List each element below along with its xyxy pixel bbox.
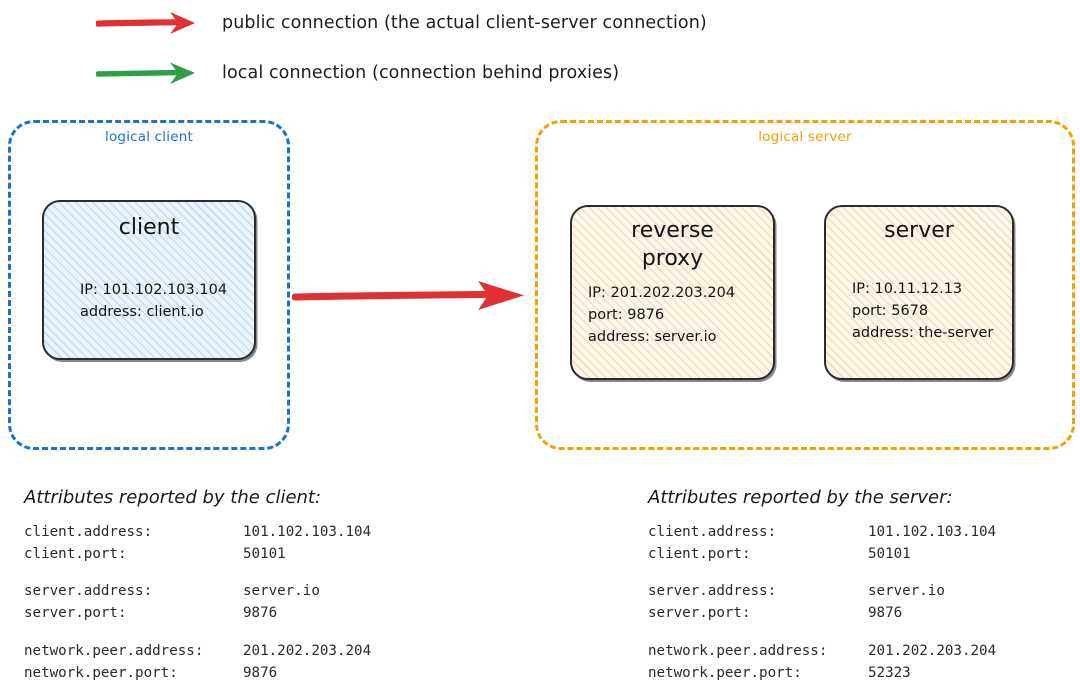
attributes-client-block: Attributes reported by the client: clien… bbox=[24, 487, 371, 684]
attr-value: server.io bbox=[243, 583, 320, 600]
node-details-client: IP: 101.102.103.104 address: client.io bbox=[44, 280, 254, 324]
hatch-pattern bbox=[44, 202, 254, 358]
hatch-pattern bbox=[572, 207, 773, 378]
attr-value: 52323 bbox=[868, 664, 911, 681]
attr-value: server.io bbox=[868, 583, 945, 600]
attr-value: 201.202.203.204 bbox=[868, 642, 997, 659]
row-spacer bbox=[24, 625, 371, 641]
attributes-server-block: Attributes reported by the server: clien… bbox=[648, 487, 996, 684]
table-row: client.address: 101.102.103.104 bbox=[648, 522, 996, 544]
attr-value: 101.102.103.104 bbox=[243, 524, 372, 540]
hatch-pattern bbox=[826, 207, 1012, 378]
red-arrow-icon bbox=[96, 12, 195, 34]
attr-key: client.address: bbox=[24, 524, 153, 540]
group-logical-server: logical server bbox=[535, 120, 1075, 450]
node-line: IP: 10.11.12.13 bbox=[852, 281, 963, 298]
node-line: address: client.io bbox=[80, 303, 204, 320]
legend-item-public: public connection (the actual client-ser… bbox=[96, 8, 707, 38]
node-line: address: the-server bbox=[852, 324, 994, 341]
node-line: port: 5678 bbox=[852, 302, 929, 319]
node-line: port: 9876 bbox=[588, 307, 665, 324]
table-row: client.address: 101.102.103.104 bbox=[24, 522, 371, 544]
legend-item-local: local connection (connection behind prox… bbox=[96, 58, 619, 88]
attr-key: server.port: bbox=[648, 605, 751, 622]
attr-key: server.port: bbox=[24, 605, 127, 622]
table-row: client.port: 50101 bbox=[24, 544, 371, 566]
row-spacer bbox=[648, 625, 996, 641]
legend-label-public: public connection (the actual client-ser… bbox=[222, 13, 707, 33]
attributes-server-heading: Attributes reported by the server: bbox=[648, 487, 953, 508]
attr-key: network.peer.address: bbox=[24, 642, 204, 659]
attr-key: network.peer.port: bbox=[648, 664, 802, 681]
attr-key: client.port: bbox=[648, 545, 751, 562]
node-details-server: IP: 10.11.12.13 port: 5678 address: the-… bbox=[826, 279, 1012, 344]
attr-value: 101.102.103.104 bbox=[868, 524, 997, 540]
table-row: server.address: server.io bbox=[24, 581, 371, 603]
node-details-reverse-proxy: IP: 201.202.203.204 port: 9876 address: … bbox=[572, 283, 773, 348]
node-reverse-proxy[interactable]: reverse proxy IP: 201.202.203.204 port: … bbox=[570, 205, 775, 380]
green-arrow-icon bbox=[96, 62, 195, 84]
table-row: network.peer.address: 201.202.203.204 bbox=[648, 641, 996, 663]
node-client[interactable]: client IP: 101.102.103.104 address: clie… bbox=[42, 200, 256, 360]
attr-value: 9876 bbox=[243, 664, 278, 681]
attributes-server-table: client.address: 101.102.103.104 client.p… bbox=[648, 522, 996, 684]
row-spacer bbox=[24, 565, 371, 581]
attr-key: server.address: bbox=[648, 583, 777, 600]
table-row: network.peer.address: 201.202.203.204 bbox=[24, 641, 371, 663]
main-connection-arrow-icon bbox=[292, 281, 524, 310]
group-logical-client: logical client bbox=[8, 120, 290, 450]
node-title-server: server bbox=[884, 218, 954, 243]
attr-key: client.address: bbox=[648, 524, 777, 540]
table-row: server.port: 9876 bbox=[24, 603, 371, 625]
attr-value: 50101 bbox=[243, 545, 286, 562]
attr-value: 50101 bbox=[868, 545, 911, 562]
node-server[interactable]: server IP: 10.11.12.13 port: 5678 addres… bbox=[824, 205, 1014, 380]
group-label-logical-client: logical client bbox=[105, 129, 193, 145]
group-label-logical-server: logical server bbox=[758, 129, 852, 145]
attr-value: 201.202.203.204 bbox=[243, 642, 372, 659]
node-line: address: server.io bbox=[588, 328, 717, 345]
node-line: IP: 101.102.103.104 bbox=[80, 282, 228, 299]
node-line: IP: 201.202.203.204 bbox=[588, 285, 736, 302]
table-row: network.peer.port: 9876 bbox=[24, 663, 371, 685]
attr-key: network.peer.port: bbox=[24, 664, 178, 681]
attr-key: network.peer.address: bbox=[648, 642, 828, 659]
legend-label-local: local connection (connection behind prox… bbox=[222, 63, 620, 83]
attr-key: client.port: bbox=[24, 545, 127, 562]
node-title-reverse-proxy: reverse proxy bbox=[631, 218, 714, 272]
attr-key: server.address: bbox=[24, 583, 153, 600]
table-row: network.peer.port: 52323 bbox=[648, 663, 996, 685]
attributes-client-heading: Attributes reported by the client: bbox=[24, 487, 322, 508]
row-spacer bbox=[648, 565, 996, 581]
table-row: server.port: 9876 bbox=[648, 603, 996, 625]
table-row: server.address: server.io bbox=[648, 581, 996, 603]
attributes-client-table: client.address: 101.102.103.104 client.p… bbox=[24, 522, 371, 684]
attr-value: 9876 bbox=[868, 605, 903, 622]
node-title-client: client bbox=[118, 215, 180, 240]
table-row: client.port: 50101 bbox=[648, 544, 996, 566]
attr-value: 9876 bbox=[243, 605, 278, 622]
